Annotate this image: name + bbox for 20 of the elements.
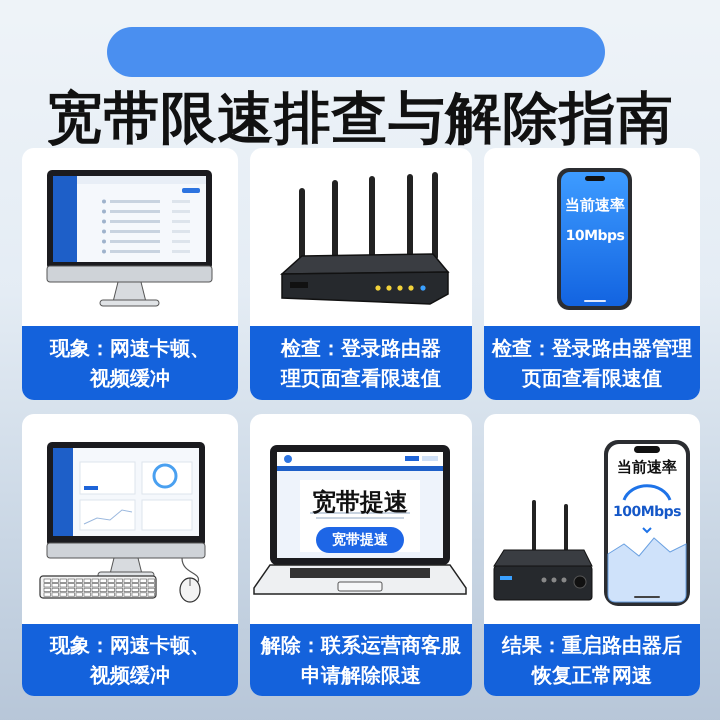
step-caption: 解除：联系运营商客服申请解除限速	[250, 624, 472, 696]
screen-text: 当前速率	[617, 458, 677, 477]
banner-bar	[107, 27, 605, 77]
speed-value: 100Mbps	[612, 504, 682, 520]
page-heading: 宽带提速	[312, 487, 408, 518]
step-caption: 结果：重启路由器后恢复正常网速	[484, 624, 700, 696]
step-caption: 检查：登录路由器管理页面查看限速值	[484, 326, 700, 400]
speed-value: 10Mbps	[566, 228, 624, 244]
speed-up-button: 宽带提速	[316, 527, 404, 553]
step-card	[250, 148, 472, 400]
step-card	[22, 414, 238, 696]
screen-text: 当前速率	[565, 196, 625, 215]
step-card	[250, 414, 472, 696]
step-card	[484, 148, 700, 400]
step-caption: 现象：网速卡顿、视频缓冲	[22, 624, 238, 696]
step-caption: 现象：网速卡顿、视频缓冲	[22, 326, 238, 400]
page-title: 宽带限速排查与解除指南	[46, 85, 674, 153]
step-card	[484, 414, 700, 696]
step-caption: 检查：登录路由器理页面查看限速值	[250, 326, 472, 400]
step-card	[22, 148, 238, 400]
